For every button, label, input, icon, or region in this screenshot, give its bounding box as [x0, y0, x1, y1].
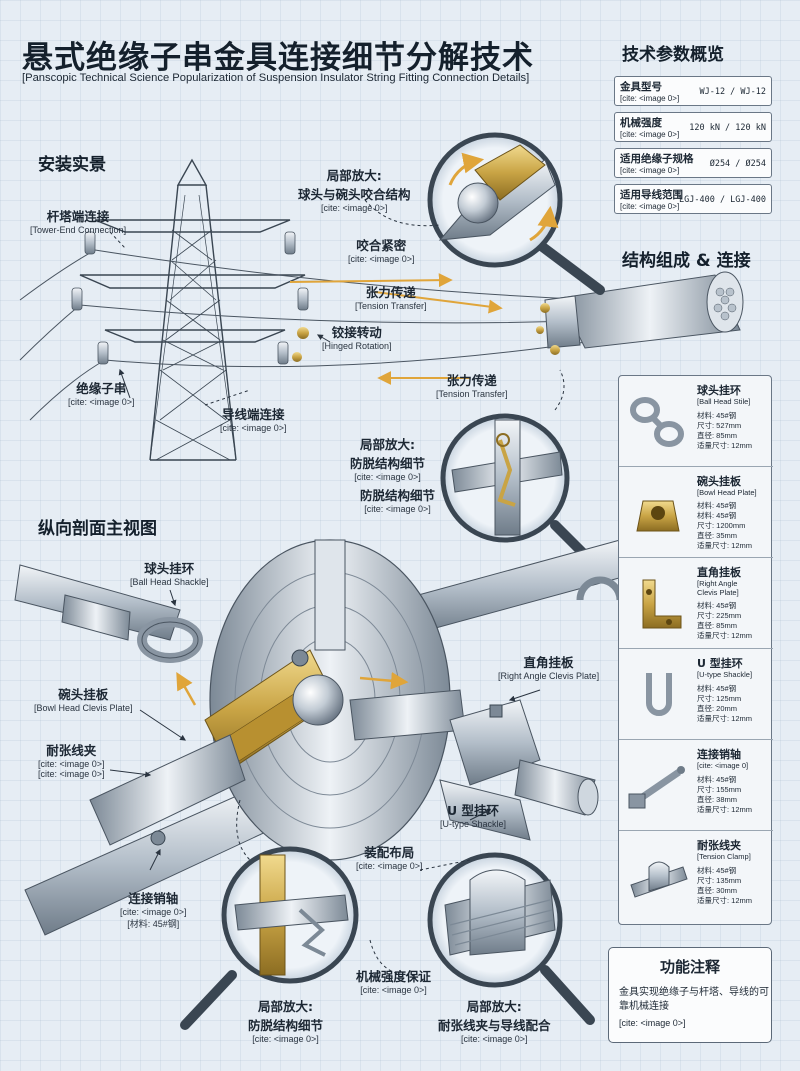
- component-right-angle-plate: 直角挂板 [Right Angle Clevis Plate] 材料: 45#钢…: [619, 558, 773, 649]
- zoom-lens-anti-detach: [440, 413, 600, 570]
- label-connecting-pin: 连接销轴 <image 0> 材料: 45#钢: [120, 888, 187, 930]
- label-insulator-string: 绝缘子串 <image 0>: [68, 378, 135, 407]
- u-shackle-icon: [646, 673, 672, 716]
- label-bite-tight: 咬合紧密 <image 0>: [348, 235, 415, 264]
- component-ball-head-shackle: 球头挂环 [Ball Head Stile] 材料: 45#钢 尺寸: 527m…: [619, 376, 773, 467]
- label-zoom-ball-socket: 局部放大: 球头与碗头咬合结构 <image 0>: [298, 165, 411, 213]
- ball-shackle-icon: [630, 397, 684, 447]
- label-right-angle-plate: 直角挂板 Right Angle Clevis Plate: [498, 652, 599, 681]
- label-tension-transfer-2: 张力传递 Tension Transfer: [436, 370, 508, 399]
- label-tower-end: 杆塔端连接 Tower-End Connection: [30, 206, 126, 235]
- section-title-params: 技术参数概览: [622, 45, 724, 65]
- components-panel: 球头挂环 [Ball Head Stile] 材料: 45#钢 尺寸: 527m…: [618, 375, 773, 926]
- param-fitting-model: 金具型号 <image 0> WJ-12 / WJ-12: [614, 76, 772, 106]
- label-bowl-head-plate: 碗头挂板 Bowl Head Clevis Plate: [34, 684, 133, 713]
- label-hinged-rotation: 铰接转动 Hinged Rotation: [322, 322, 392, 351]
- zoom-lens-ball-socket: [427, 132, 605, 295]
- section-view-assembly: [14, 539, 631, 936]
- param-conductor-range: 适用导线范围 <image 0> LGJ-400 / LGJ-400: [614, 184, 772, 214]
- label-mechanical-strength: 机械强度保证 <image 0>: [356, 966, 431, 995]
- pin-icon: [628, 766, 685, 809]
- component-connecting-pin: 连接销轴 [cite: <image 0] 材料: 45#钢 尺寸: 155mm…: [619, 740, 773, 831]
- label-assembly-layout: 装配布局 <image 0>: [356, 842, 423, 871]
- transmission-tower: [79, 158, 306, 461]
- component-u-shackle: U 型挂环 [U-type Shackle] 材料: 45#钢 尺寸: 125m…: [619, 649, 773, 740]
- right-angle-plate-icon: [642, 579, 682, 629]
- label-zoom-bottom-right: 局部放大: 耐张线夹与导线配合 <image 0>: [438, 996, 551, 1044]
- label-zoom-anti-detach: 局部放大: 防脱结构细节 <image 0>: [350, 434, 425, 482]
- label-tension-transfer-1: 张力传递 Tension Transfer: [355, 282, 427, 311]
- param-insulator-spec: 适用绝缘子规格 <image 0> Ø254 / Ø254: [614, 148, 772, 178]
- label-ball-head-shackle: 球头挂环 Ball Head Shackle: [130, 558, 209, 587]
- tension-clamp-icon: [630, 861, 688, 898]
- component-tension-clamp: 耐张线夹 [Tension Clamp] 材料: 45#钢 尺寸: 135mm …: [619, 831, 773, 926]
- function-note-box: 功能注释 金具实现绝缘子与杆塔、导线的可靠机械连接 [cite: <image …: [608, 947, 772, 1043]
- page-title: 悬式绝缘子串金具连接细节分解技术: [22, 40, 534, 76]
- conductor-bundle: [536, 271, 744, 355]
- page-subtitle: [Panscopic Technical Science Popularizat…: [22, 72, 530, 84]
- section-title-section-view: 纵向剖面主视图: [38, 519, 157, 539]
- section-title-install: 安装实景: [38, 155, 106, 175]
- label-conductor-end: 导线端连接 <image 0>: [220, 404, 287, 433]
- label-zoom-bottom-left: 局部放大: 防脱结构细节 <image 0>: [248, 996, 323, 1044]
- label-u-shackle: U 型挂环 U-type Shackle: [440, 800, 506, 829]
- label-anti-detach-detail: 防脱结构细节 <image 0>: [360, 485, 435, 514]
- component-bowl-head-plate: 碗头挂板 [Bowl Head Plate] 材料: 45#钢 材料: 45#钢…: [619, 467, 773, 558]
- label-tension-clamp: 耐张线夹 <image 0> <image 0>: [38, 740, 105, 779]
- bowl-plate-icon: [636, 500, 680, 532]
- zoom-lens-anti-detach-bottom: [180, 846, 359, 1030]
- zoom-lens-clamp-conductor: [427, 852, 595, 1025]
- section-title-structure: 结构组成 & 连接: [622, 251, 751, 271]
- param-mechanical-strength: 机械强度 <image 0> 120 kN / 120 kN: [614, 112, 772, 142]
